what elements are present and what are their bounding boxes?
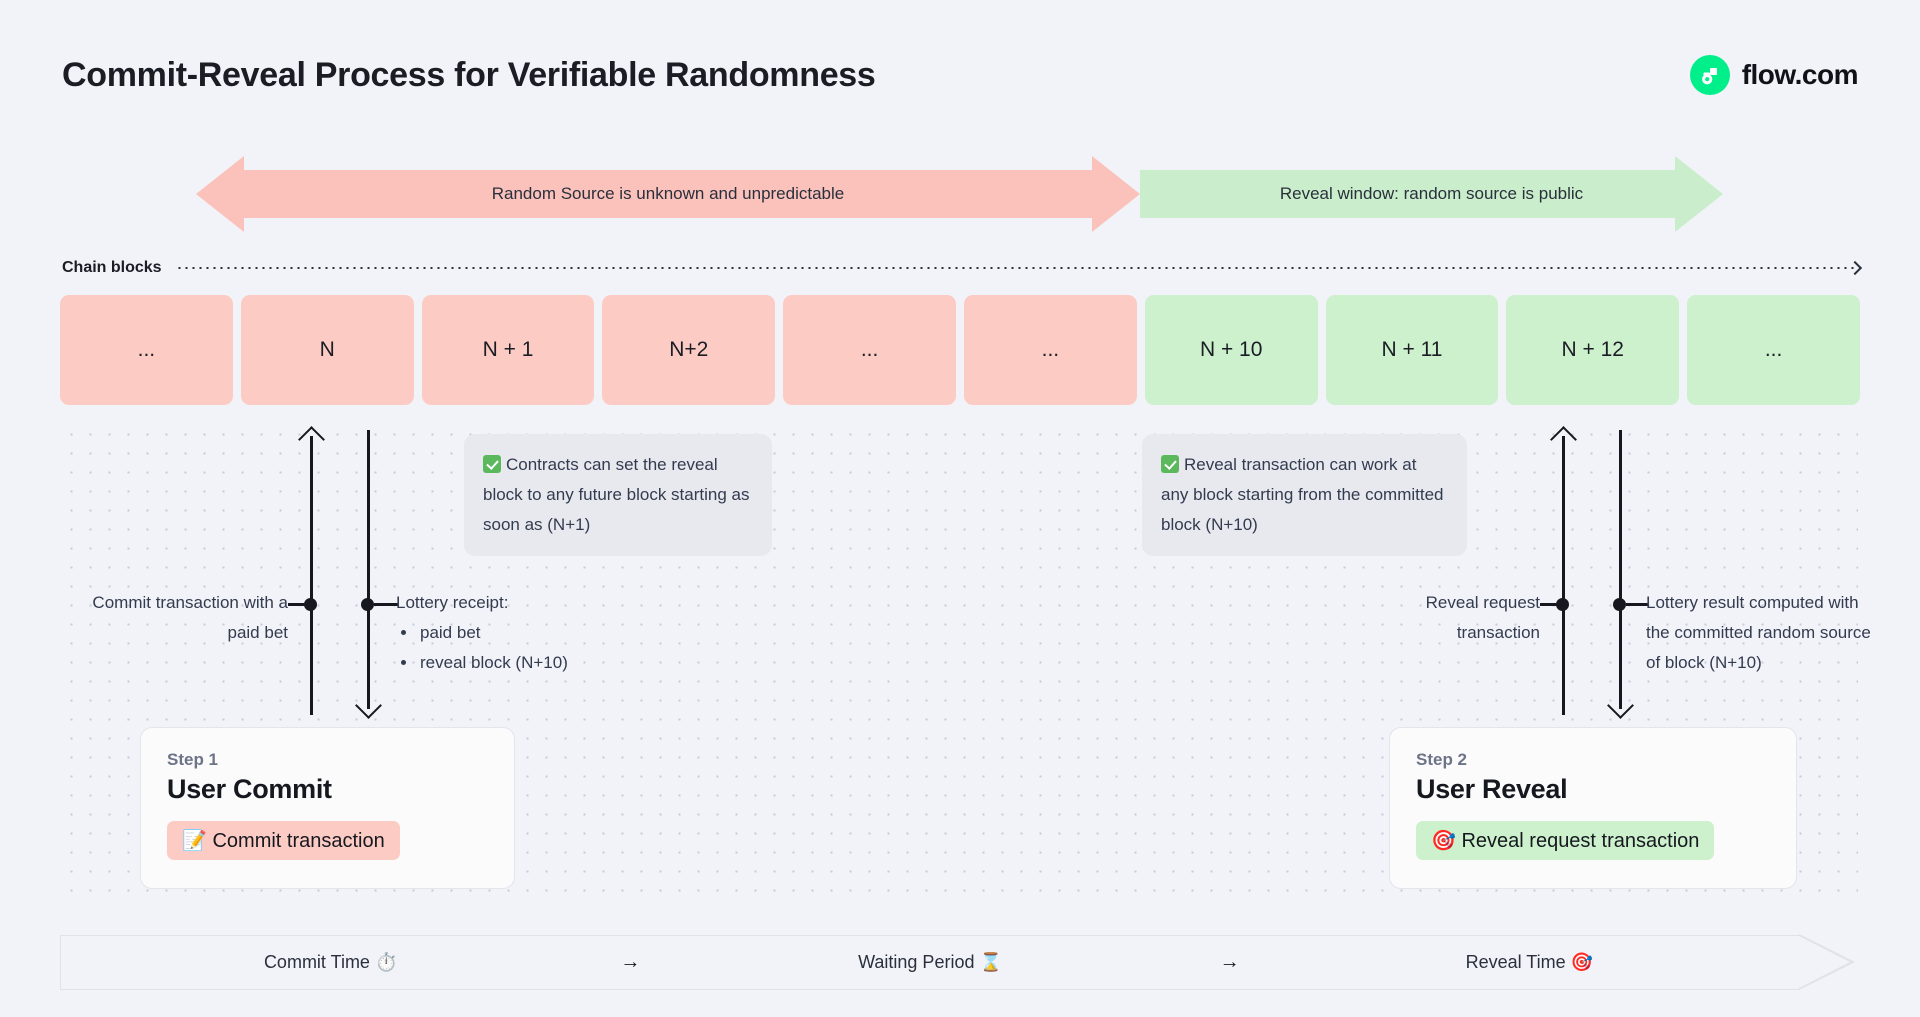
- pill-label: Commit transaction: [212, 830, 385, 852]
- banner-label: Reveal window: random source is public: [1279, 184, 1584, 203]
- arrow-head-left-icon: [196, 156, 244, 232]
- banner-reveal-window: Reveal window: random source is public: [1140, 156, 1723, 232]
- timeline-track: Commit Time ⏱️ → Waiting Period ⌛ → Reve…: [60, 935, 1800, 990]
- lottery-receipt-leader-line: [374, 603, 398, 606]
- timeline-segment-label: Waiting Period: [858, 952, 975, 972]
- target-icon: 🎯: [1431, 828, 1456, 852]
- commit-leader-line: [288, 603, 312, 606]
- lottery-receipt-title: Lottery receipt:: [396, 593, 509, 612]
- chain-axis-label: Chain blocks: [62, 259, 162, 276]
- lottery-result-label: Lottery result computed with the committ…: [1646, 593, 1871, 672]
- phase-timeline: Commit Time ⏱️ → Waiting Period ⌛ → Reve…: [60, 934, 1860, 990]
- stopwatch-icon: ⏱️: [374, 952, 398, 973]
- arrow-head-right-icon: [1092, 156, 1140, 232]
- arrow-head-right-icon: [1675, 156, 1723, 232]
- banner-random-unknown: Random Source is unknown and unpredictab…: [196, 156, 1140, 232]
- chain-block[interactable]: N + 1: [421, 295, 595, 405]
- chain-axis: Chain blocks: [62, 255, 1863, 281]
- chain-block[interactable]: N + 11: [1325, 295, 1499, 405]
- page-header: Commit-Reveal Process for Verifiable Ran…: [62, 44, 1859, 106]
- lottery-receipt-list: paid bet reveal block (N+10): [418, 618, 666, 678]
- flow-logo-icon: [1689, 55, 1730, 95]
- phase-banners: Random Source is unknown and unpredictab…: [196, 156, 1723, 232]
- timeline-segment-label: Reveal Time: [1465, 952, 1566, 972]
- chain-block[interactable]: ...: [1687, 295, 1860, 405]
- chain-axis-dotted-line: [175, 260, 1863, 276]
- timeline-arrow-head-icon: [1799, 934, 1855, 990]
- step-kicker: Step 2: [1416, 750, 1468, 769]
- check-icon: [1161, 455, 1179, 473]
- banner-bar: [244, 170, 1092, 218]
- hourglass-icon: ⌛: [979, 952, 1002, 973]
- reveal-request-label: Reveal request transaction: [1425, 593, 1540, 642]
- reveal-note-box: Reveal transaction can work at any block…: [1142, 434, 1467, 556]
- commit-transaction-pill[interactable]: 📝 Commit transaction: [167, 821, 400, 860]
- timeline-segment-reveal: Reveal Time 🎯: [1260, 952, 1799, 973]
- lottery-receipt-node-dot: [361, 598, 374, 611]
- step-card-user-reveal[interactable]: Step 2 User Reveal 🎯 Reveal request tran…: [1389, 727, 1797, 889]
- timeline-segment-commit: Commit Time ⏱️: [61, 952, 600, 973]
- step-card-user-commit[interactable]: Step 1 User Commit 📝 Commit transaction: [140, 727, 515, 889]
- chain-block[interactable]: N + 10: [1144, 295, 1318, 405]
- timeline-segment-label: Commit Time: [263, 952, 370, 972]
- step-title: User Reveal: [1416, 774, 1568, 804]
- chain-block[interactable]: ...: [60, 295, 233, 405]
- timeline-segment-waiting: Waiting Period ⌛: [660, 952, 1199, 973]
- page-title: Commit-Reveal Process for Verifiable Ran…: [62, 55, 876, 94]
- commit-transaction-label: Commit transaction with a paid bet: [92, 593, 288, 642]
- lottery-receipt-callout: Lottery receipt: paid bet reveal block (…: [396, 588, 666, 678]
- pill-label: Reveal request transaction: [1461, 830, 1700, 852]
- timeline-arrow-icon: →: [1219, 951, 1240, 973]
- check-icon: [483, 455, 501, 473]
- step-title: User Commit: [167, 774, 332, 804]
- lottery-result-node-dot: [1613, 598, 1626, 611]
- chain-block-row: ... N N + 1 N+2 ... ... N + 10 N + 11 N …: [60, 295, 1860, 405]
- step-kicker: Step 1: [167, 750, 219, 769]
- chain-block[interactable]: N + 12: [1506, 295, 1680, 405]
- list-item: reveal block (N+10): [418, 648, 666, 678]
- timeline-arrow-icon: →: [620, 951, 641, 973]
- chain-block[interactable]: ...: [783, 295, 956, 405]
- reveal-request-pill[interactable]: 🎯 Reveal request transaction: [1416, 821, 1715, 860]
- reveal-request-leader-line: [1540, 603, 1564, 606]
- memo-icon: 📝: [182, 828, 207, 852]
- chain-axis-arrow-icon: [1847, 260, 1863, 276]
- reveal-note-text: Reveal transaction can work at any block…: [1161, 455, 1444, 534]
- commit-note-text: Contracts can set the reveal block to an…: [483, 455, 750, 534]
- chain-block[interactable]: N+2: [602, 295, 776, 405]
- chain-block[interactable]: N: [240, 295, 414, 405]
- banner-bar: [1140, 170, 1675, 218]
- chain-block[interactable]: ...: [963, 295, 1137, 405]
- brand-logo: flow.com: [1689, 55, 1859, 95]
- brand-name: flow.com: [1741, 59, 1859, 90]
- lottery-result-leader-line: [1626, 603, 1648, 606]
- commit-note-box: Contracts can set the reveal block to an…: [464, 434, 772, 556]
- target-icon: 🎯: [1570, 952, 1594, 973]
- list-item: paid bet: [418, 618, 666, 648]
- banner-label: Random Source is unknown and unpredictab…: [491, 184, 845, 203]
